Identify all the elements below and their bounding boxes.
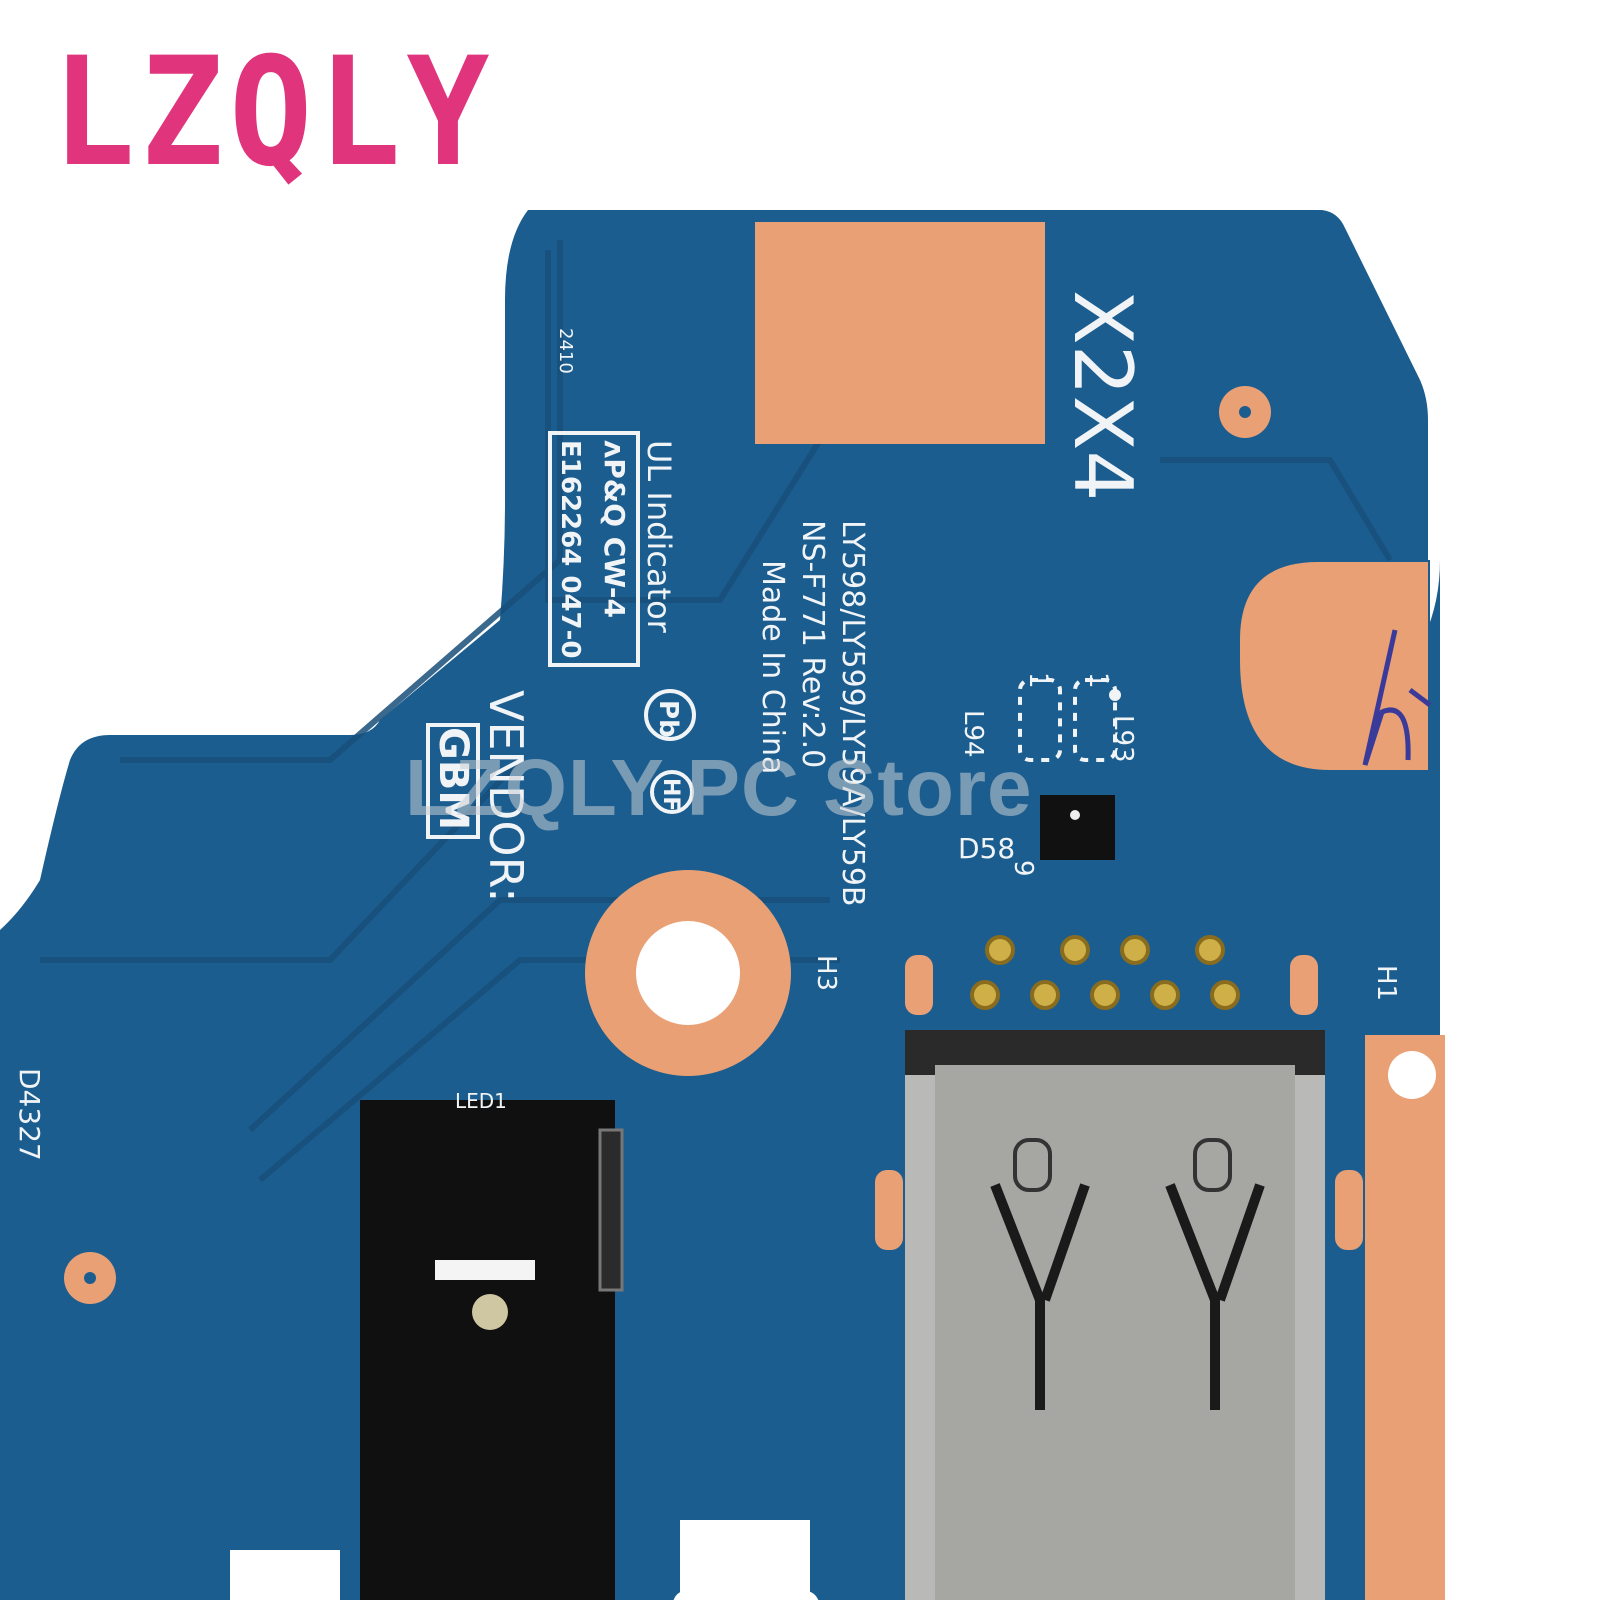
slot-pad-h1 [1365, 1035, 1445, 1600]
anchor-pad-left-top [905, 955, 933, 1015]
led-component [360, 1100, 615, 1600]
anchor-pad-right-bot [1335, 1170, 1363, 1250]
part-number-line3: Made In China [755, 560, 790, 774]
part-number-line2: NS-F771 Rev:2.0 [795, 520, 830, 768]
pin1a-label: 1 [1023, 672, 1053, 689]
led-component-bracket [598, 1128, 624, 1292]
l93-label: L93 [1108, 715, 1138, 763]
mount-pad-top-right-hole [1239, 406, 1251, 418]
bottom-notch-b [680, 1520, 810, 1600]
led-lens [435, 1260, 535, 1280]
vendor-code: GBM [430, 727, 476, 830]
usb-c-body [935, 1065, 1295, 1600]
h3-label: H3 [811, 955, 841, 991]
ul-box-line2: E162264 047-0 [555, 440, 585, 659]
l94-label: L94 [958, 710, 988, 758]
ic-footprint-l93-l94 [1018, 678, 1117, 762]
date-code: 2410 [555, 328, 576, 374]
vendor-label: VENDOR: [479, 690, 533, 903]
ul-box [548, 431, 640, 667]
pin9-label: 9 [1008, 860, 1038, 877]
store-watermark: LZQLY PC Store [405, 743, 1033, 832]
ic-d58 [1040, 795, 1115, 860]
brand-logo: LZQLY [52, 26, 496, 200]
copper-pad-right [1240, 562, 1428, 770]
screw-hole-h3 [636, 921, 740, 1025]
ul-box-line1: ʌP&Q CW-4 [598, 440, 631, 618]
led-dot [472, 1294, 508, 1330]
ul-indicator-label: UL Indicator [640, 440, 678, 634]
led-label: LED1 [455, 1089, 507, 1113]
x2x4-label: X2X4 [1056, 290, 1149, 501]
ic-d58-dot [1070, 810, 1080, 820]
vendor-box [426, 723, 480, 839]
d58-label: D58 [958, 832, 1015, 865]
usb-c-slot-right [1193, 1138, 1232, 1192]
usb-c-spring-clips [990, 1183, 1265, 1410]
pb-mark-text: Pb [653, 700, 683, 738]
hf-mark-text: HF [658, 778, 683, 811]
part-number-line1: LY598/LY599/LY59A/LY59B [835, 520, 870, 907]
mount-pad-left-hole [84, 1272, 96, 1284]
usb-c-slot-left [1013, 1138, 1052, 1192]
pin1b-label: 1 [1083, 672, 1113, 689]
copper-pad-top [755, 222, 1045, 444]
anchor-pad-left-bot [875, 1170, 903, 1250]
anchor-pad-right-top [1290, 955, 1318, 1015]
slot-hole-h1 [1388, 1051, 1436, 1099]
bottom-notch-a [230, 1550, 340, 1600]
pin1-dot [1109, 689, 1121, 701]
d4327-label: D4327 [13, 1068, 46, 1161]
handwritten-mark [1362, 629, 1432, 766]
pb-mark-circle [644, 689, 696, 741]
via-pins [970, 935, 1240, 1010]
hf-mark-circle [650, 770, 694, 814]
h1-label: H1 [1371, 965, 1401, 1001]
